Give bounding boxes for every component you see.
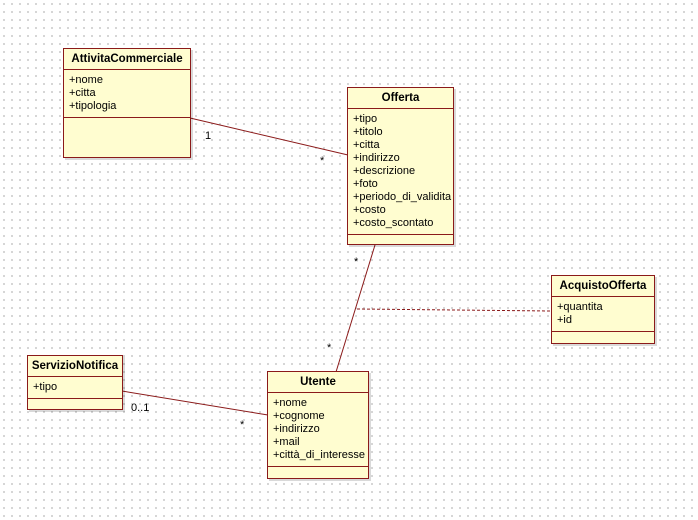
attribute: +foto bbox=[353, 178, 378, 190]
association-offerta-utente[interactable] bbox=[335, 244, 376, 373]
class-attributes: +tipo bbox=[28, 377, 122, 399]
association-servizio-utente[interactable] bbox=[121, 390, 269, 416]
attribute: +mail bbox=[273, 436, 300, 448]
multiplicity-servizio: 0..1 bbox=[131, 402, 150, 414]
attribute: +tipo bbox=[33, 381, 58, 393]
attribute: +tipologia bbox=[69, 100, 117, 112]
attribute: +citta bbox=[353, 139, 380, 151]
association-class-acquisto-link[interactable] bbox=[356, 308, 552, 312]
attribute: +titolo bbox=[353, 126, 383, 138]
multiplicity-offerta-attivita: * bbox=[320, 155, 325, 167]
attribute: +periodo_di_validita bbox=[353, 191, 452, 203]
class-name: Offerta bbox=[348, 88, 453, 109]
multiplicity-utente-offerta: * bbox=[327, 342, 332, 354]
class-attributes: +nome +cognome +indirizzo +mail +città_d… bbox=[268, 393, 368, 467]
class-name: AcquistoOfferta bbox=[552, 276, 654, 297]
multiplicity-utente-servizio: * bbox=[240, 419, 245, 431]
class-attributes: +quantita +id bbox=[552, 297, 654, 332]
attribute: +quantita bbox=[557, 301, 603, 313]
class-name: ServizioNotifica bbox=[28, 356, 122, 377]
multiplicity-attivita: 1 bbox=[205, 130, 212, 142]
multiplicity-offerta-utente: * bbox=[354, 256, 359, 268]
class-utente[interactable]: Utente +nome +cognome +indirizzo +mail +… bbox=[267, 371, 369, 479]
attribute: +costo bbox=[353, 204, 386, 216]
attribute: +nome bbox=[69, 74, 103, 86]
attribute: +nome bbox=[273, 397, 307, 409]
class-attivita-commerciale[interactable]: AttivitaCommerciale +nome +citta +tipolo… bbox=[63, 48, 191, 158]
class-name: Utente bbox=[268, 372, 368, 393]
attribute: +costo_scontato bbox=[353, 217, 434, 229]
attribute: +città_di_interesse bbox=[273, 449, 366, 461]
class-name: AttivitaCommerciale bbox=[64, 49, 190, 70]
attribute: +indirizzo bbox=[353, 152, 400, 164]
attribute: +cognome bbox=[273, 410, 325, 422]
class-attributes: +nome +citta +tipologia bbox=[64, 70, 190, 118]
class-acquisto-offerta[interactable]: AcquistoOfferta +quantita +id bbox=[551, 275, 655, 344]
attribute: +indirizzo bbox=[273, 423, 320, 435]
class-offerta[interactable]: Offerta +tipo +titolo +citta +indirizzo … bbox=[347, 87, 454, 245]
class-servizio-notifica[interactable]: ServizioNotifica +tipo bbox=[27, 355, 123, 410]
attribute: +citta bbox=[69, 87, 96, 99]
attribute: +descrizione bbox=[353, 165, 416, 177]
class-attributes: +tipo +titolo +citta +indirizzo +descriz… bbox=[348, 109, 453, 235]
association-attivita-offerta[interactable] bbox=[189, 117, 349, 156]
attribute: +tipo bbox=[353, 113, 378, 125]
attribute: +id bbox=[557, 314, 572, 326]
